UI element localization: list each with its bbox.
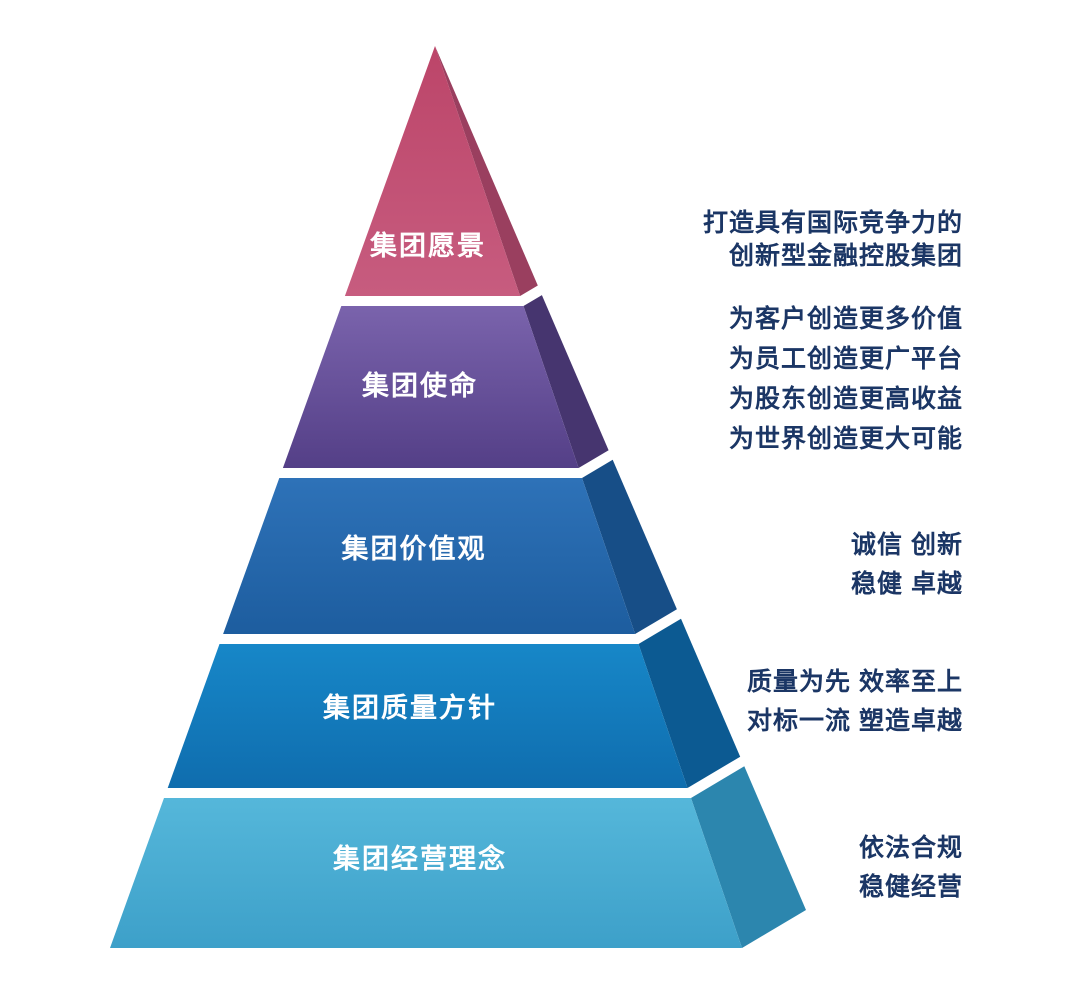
- level-3-desc-line: 稳健 卓越: [851, 569, 963, 598]
- level-5-label: 集团经营理念: [332, 843, 507, 874]
- level-2-desc-line: 为员工创造更广平台: [729, 344, 963, 373]
- pyramid-level-2-side: [523, 295, 609, 468]
- pyramid-level-5-front: [110, 798, 742, 948]
- pyramid-level-4-side: [638, 618, 741, 788]
- level-3-desc-line: 诚信 创新: [851, 530, 963, 559]
- level-5-desc-line: 依法合规: [859, 833, 963, 862]
- pyramid-level-3-side: [582, 459, 677, 634]
- pyramid-level-1-front: [344, 46, 521, 296]
- level-1-label: 集团愿景: [369, 230, 486, 261]
- level-1-desc-line: 创新型金融控股集团: [728, 241, 963, 270]
- level-3-label: 集团价值观: [341, 533, 487, 564]
- pyramid-level-1-side: [435, 46, 538, 296]
- level-1-desc-line: 打造具有国际竞争力的: [703, 208, 963, 237]
- pyramid-level-4-front: [167, 644, 688, 788]
- pyramid-level-2-front: [282, 306, 579, 468]
- level-2-label: 集团使命: [361, 370, 478, 401]
- level-4-label: 集团质量方针: [322, 692, 497, 723]
- level-4-desc-line: 对标一流 塑造卓越: [747, 707, 963, 735]
- level-4-desc-line: 质量为先 效率至上: [747, 667, 963, 696]
- pyramid-level-5-side: [691, 766, 806, 948]
- pyramid-level-3-front: [223, 478, 636, 634]
- level-2-desc-line: 为股东创造更高收益: [729, 384, 963, 413]
- level-5-desc-line: 稳健经营: [859, 872, 963, 901]
- level-2-desc-line: 为世界创造更大可能: [729, 424, 963, 453]
- level-2-desc-line: 为客户创造更多价值: [729, 304, 963, 333]
